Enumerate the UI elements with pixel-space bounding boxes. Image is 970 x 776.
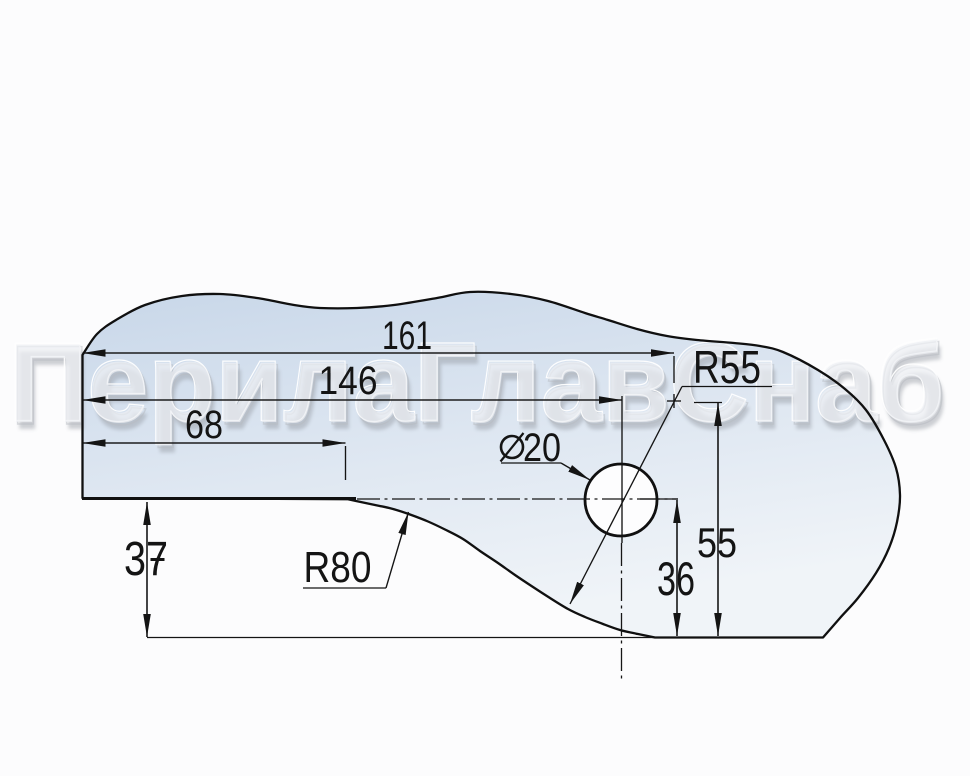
svg-text:R55: R55: [693, 341, 761, 393]
svg-text:55: 55: [697, 519, 737, 566]
svg-text:36: 36: [657, 552, 695, 605]
svg-text:ПерилаГлавСнаб: ПерилаГлавСнаб: [12, 328, 948, 453]
svg-text:146: 146: [319, 359, 378, 403]
svg-text:ПерилаГлавСнаб: ПерилаГлавСнаб: [8, 320, 944, 445]
svg-text:ПерилаГлавСнаб: ПерилаГлавСнаб: [9, 321, 945, 446]
svg-text:ПерилаГлавСнаб: ПерилаГлавСнаб: [10, 323, 946, 448]
svg-text:37: 37: [124, 533, 168, 586]
svg-text:161: 161: [382, 314, 432, 358]
svg-text:20: 20: [523, 426, 561, 470]
svg-text:R80: R80: [304, 543, 372, 592]
svg-text:68: 68: [185, 403, 223, 447]
